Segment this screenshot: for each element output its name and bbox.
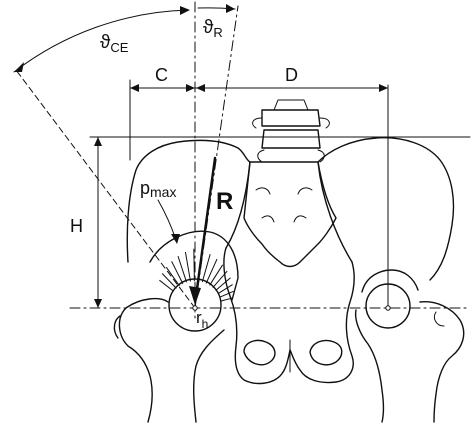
transverse-process-right (319, 117, 330, 129)
d-arrow-right (379, 84, 388, 92)
pressure-envelope (149, 230, 239, 301)
right-femur-outer (419, 301, 465, 423)
c-arrow-right (186, 84, 195, 92)
resultant-force-arrow-shaft (194, 156, 217, 298)
pressure-fan-line (217, 284, 233, 295)
right-femoral-head (365, 283, 411, 329)
pressure-fan-line (165, 266, 180, 287)
pressure-fan-line (201, 253, 211, 283)
sacral-foramen-1 (255, 187, 271, 195)
r-h-label: rh (196, 308, 208, 331)
left-femur-inner (193, 329, 225, 423)
theta-r-label: ϑR (203, 17, 223, 40)
c-arrow-left (130, 84, 139, 92)
right-pubic-ramus (289, 261, 355, 384)
pressure-fan-line (220, 297, 234, 302)
theta-ce-arc (13, 9, 189, 73)
dimension-h (94, 136, 102, 309)
sacrum (243, 161, 337, 268)
pressure-fan-line (171, 261, 184, 285)
construction-lines (15, 1, 471, 321)
pressure-fan-line (161, 273, 177, 289)
pressure-fan-line (209, 264, 224, 286)
h-label: H (70, 216, 83, 236)
left-obturator-foramen (243, 339, 276, 366)
force-direction-line (194, 5, 239, 309)
right-femur-inner (354, 309, 385, 423)
ce-angle-line (15, 69, 196, 309)
left-iliac-wing (126, 139, 251, 263)
transverse-process-left (252, 117, 263, 129)
resultant-force-label: R (216, 188, 233, 215)
sacral-foramen-3 (261, 215, 275, 223)
theta-ce-arrowhead-right (180, 6, 190, 15)
lumbar-vertebra-upper (261, 109, 321, 127)
l5-left-process (257, 149, 265, 163)
c-label: C (155, 65, 168, 85)
pressure-fan-line (193, 248, 195, 282)
right-trochanter-notch (433, 311, 445, 327)
left-femur-outer (118, 297, 169, 423)
right-iliac-wing (317, 137, 455, 281)
theta-ce-arrowhead-left (14, 62, 24, 72)
left-greater-trochanter (113, 315, 121, 339)
l5-right-process (317, 149, 325, 163)
h-arrow-top (94, 137, 102, 146)
pmax-leader-arrowhead (171, 234, 180, 244)
pressure-fan-line (159, 279, 175, 292)
theta-r-arrowhead (226, 4, 235, 13)
pelvis-outline (113, 99, 465, 423)
h-arrow-bottom (94, 299, 102, 308)
pressure-fan-line (215, 277, 231, 291)
d-label: D (285, 65, 298, 85)
right-obturator-foramen (309, 339, 343, 366)
vertebra-top-edge (273, 99, 309, 111)
left-hip-center-point (192, 305, 198, 311)
dimension-d (194, 84, 389, 92)
pressure-fan-line (212, 270, 228, 289)
theta-ce-label: ϑCE (100, 32, 129, 55)
pressure-fan-line (219, 290, 234, 298)
pressure-fan-line (205, 258, 218, 284)
left-femoral-head (168, 278, 222, 332)
pmax-label: pmax (140, 178, 176, 200)
angle-arcs (13, 4, 236, 73)
sacral-foramen-4 (293, 215, 307, 223)
labels: ϑCE ϑR C D H pmax R rh (70, 17, 298, 331)
sacral-foramen-2 (297, 187, 313, 195)
right-acetabular-roof (361, 269, 419, 293)
pressure-fan-line (177, 255, 188, 283)
d-arrow-left (196, 84, 205, 92)
right-sacroiliac-edge (317, 161, 353, 263)
left-pubic-ramus (223, 247, 291, 385)
pmax-leader (157, 199, 180, 244)
right-hip-center-point (385, 305, 391, 311)
resultant-force (189, 156, 217, 305)
pressure-fan-line (184, 251, 191, 282)
resultant-force-arrowhead (189, 286, 201, 305)
dimension-c (129, 84, 196, 92)
lumbar-vertebra-lower (261, 129, 321, 149)
